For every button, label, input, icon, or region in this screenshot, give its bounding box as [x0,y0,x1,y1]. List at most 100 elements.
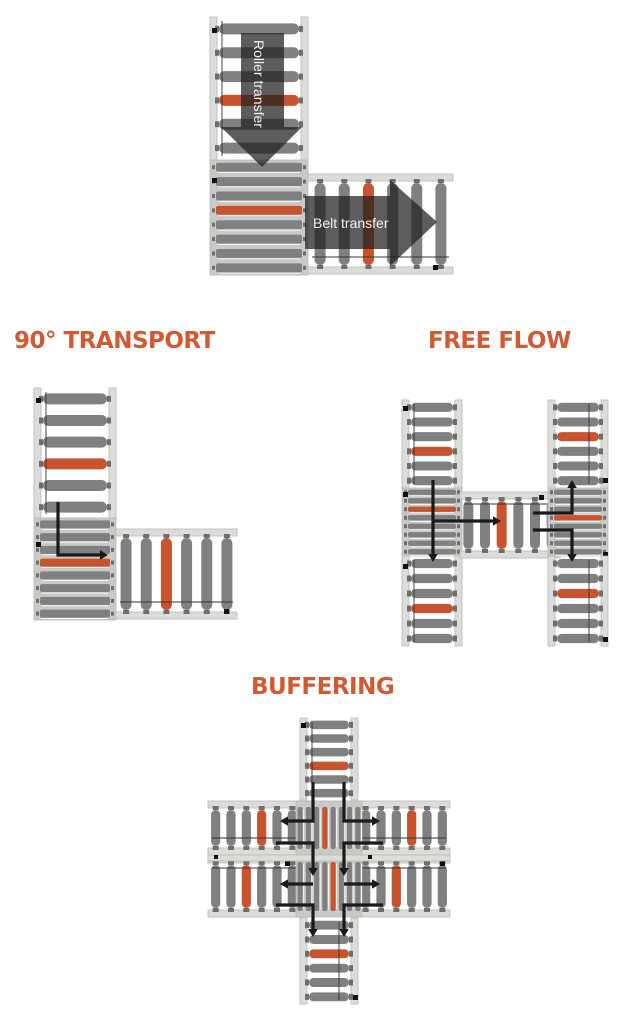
roller-end [228,908,234,912]
roller [43,415,107,426]
roller [557,633,599,644]
roller-end [305,790,309,797]
roller [554,540,602,546]
roller-end [305,965,309,972]
roller-end [482,549,488,553]
roller-end [305,936,309,943]
roller [272,865,282,908]
roller-end [223,534,230,538]
rail [207,800,301,809]
roller-end [143,534,150,538]
rail [207,847,301,856]
roller-end [349,776,353,783]
roller [391,810,401,846]
roller-end [532,549,538,553]
roller-highlighted [309,949,349,959]
roller-highlighted [241,865,251,908]
roller-end [274,861,280,865]
roller-end [553,477,557,484]
roller [287,865,297,908]
roller [411,573,453,584]
roller [554,498,602,504]
roller-end [603,541,606,546]
roller [43,393,107,405]
roller [287,810,297,846]
roller-end [36,611,39,616]
roller-highlighted [216,205,302,215]
sensor [603,637,608,642]
roller-end [413,179,420,183]
roller [376,865,386,908]
roller-end [599,590,603,597]
arrowhead [372,879,380,889]
roller-end [107,395,111,402]
roller-end [404,541,407,546]
sensor [212,28,217,33]
roller-end [258,908,265,912]
roller-end [107,417,111,424]
roller-end [111,611,114,616]
roller [530,501,540,549]
roller [309,935,349,944]
sensor [440,861,445,866]
roller-highlighted [160,538,172,610]
roller-end [303,193,306,198]
roller-end [39,504,43,511]
roller-end [553,433,557,440]
roller-end [289,806,296,810]
roller [305,807,311,849]
sensor [36,398,41,403]
rail [108,387,117,519]
roller-end [553,605,557,612]
roller-end [123,534,130,538]
roller [40,609,110,618]
rail [547,555,556,647]
roller [216,220,302,230]
rail [357,800,451,809]
roller-end [553,635,557,642]
roller-end [305,749,309,756]
rail [350,917,359,1005]
roller [226,865,236,908]
roller-end [299,121,303,128]
roller-end [453,404,457,411]
roller-end [407,635,411,642]
roller-end [107,460,111,467]
roller-end [349,950,353,957]
roller-end [303,208,306,213]
roller [43,501,107,513]
roller-end [203,610,210,614]
roller-end [362,861,369,865]
sensor [403,406,408,411]
roller-end [599,448,603,455]
roller [257,865,267,908]
roller-end [393,908,400,912]
roller-end [258,806,265,810]
roller-end [553,575,557,582]
roller-end [407,560,411,567]
roller [216,177,302,187]
rail [459,491,561,500]
roller-end [424,908,430,912]
roller-highlighted [407,810,417,846]
roller [411,417,453,427]
rail [357,847,451,856]
roller-highlighted [496,501,507,549]
roller-end [550,549,553,554]
roller [216,162,302,172]
roller-end [482,497,488,501]
roller-end [111,547,114,552]
roller-end [393,846,400,850]
arrowhead [280,879,288,889]
roller-end [349,749,353,756]
roller-end [550,490,553,495]
roller [216,248,302,258]
roller [40,584,110,593]
roller [480,501,490,549]
sensor [403,564,408,569]
roller-end [413,265,420,269]
roller-highlighted [557,432,599,442]
rail [300,16,309,161]
roller-end [349,790,353,797]
roller-end [424,846,430,850]
